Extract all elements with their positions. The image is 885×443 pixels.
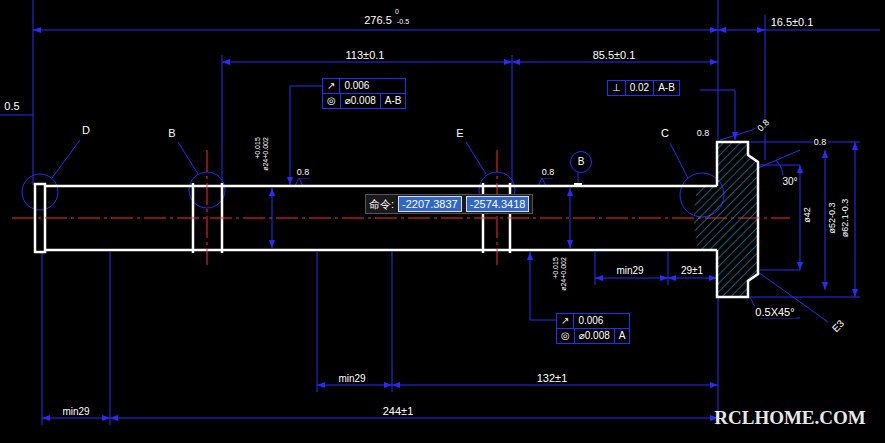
dimension-text: ø52-0.3 [828, 201, 838, 234]
dimension-text: 0.8 [755, 117, 772, 134]
dimension-text: min29 [337, 373, 366, 384]
dimension-text: C [660, 127, 670, 139]
dimension-text: min29 [615, 265, 644, 276]
dimension-text: +0.015 [552, 256, 560, 280]
frame-cell: 0.006 [339, 79, 373, 93]
dimension-text: 276.5 [363, 14, 393, 26]
dimension-text: 244±1 [382, 405, 415, 417]
dimension-text: ø62.1-0.3 [841, 198, 851, 239]
dimension-text: 0.8 [696, 129, 711, 139]
dimension-text: 29±1 [680, 265, 704, 276]
coordinate-input: -2207.3837 [398, 196, 462, 212]
frame-cell: ⌀0.008 [340, 94, 380, 108]
dimension-text: +0.015 [254, 136, 262, 160]
dimension-text: ø42 [803, 206, 813, 224]
dimension-text: D [81, 124, 91, 136]
command-prompt: 命令: -2207.3837-2574.3418 [365, 194, 533, 214]
frame-cell: A [614, 329, 630, 343]
prompt-text: 命令: [369, 197, 394, 211]
dimension-text: min29 [61, 406, 90, 417]
frame-cell: ◎ [557, 329, 574, 343]
dimension-text: ø24+0.002 [560, 256, 568, 292]
frame-cell: 0.006 [573, 314, 607, 328]
dimension-text: 0.8 [541, 168, 556, 178]
frame-cell: ↗ [323, 79, 339, 93]
dimension-text: 0.8 [296, 168, 311, 178]
dimension-text: 16.5±0.1 [770, 16, 815, 28]
frame-cell: ⊥ [608, 81, 625, 95]
dimension-text: 0.5X45° [754, 306, 795, 318]
tolerance-frame: ⊥0.02A-B [607, 80, 680, 96]
datum-letter: B [578, 155, 585, 169]
frame-cell: ◎ [323, 94, 340, 108]
frame-cell: ↗ [557, 314, 573, 328]
dimension-text: 0 [394, 8, 400, 16]
coordinate-input: -2574.3418 [466, 196, 530, 212]
dimension-text: 0.8 [813, 138, 828, 148]
dimension-text: -0.5 [396, 18, 410, 26]
dimension-text: E3 [829, 317, 847, 335]
frame-cell: ⌀0.008 [574, 329, 614, 343]
dimension-text: 0.5 [3, 100, 20, 112]
watermark: RCLHOME.COM [713, 408, 866, 429]
frame-cell: 0.02 [625, 81, 653, 95]
dimension-text: B [167, 127, 176, 139]
frame-cell: A-B [380, 94, 406, 108]
dimension-text: E [455, 127, 464, 139]
dimension-text: 30° [781, 176, 798, 187]
tolerance-frame: ↗0.006◎⌀0.008A [556, 313, 630, 344]
datum-circle: B [570, 151, 592, 173]
dimension-text: 85.5±0.1 [592, 49, 637, 61]
dimension-text: 113±0.1 [345, 49, 386, 61]
frame-cell: A-B [653, 81, 679, 95]
dimension-text: ø24+0.002 [262, 136, 270, 172]
dimension-text: 132±1 [536, 372, 569, 384]
tolerance-frame: ↗0.006◎⌀0.008A-B [322, 78, 406, 109]
